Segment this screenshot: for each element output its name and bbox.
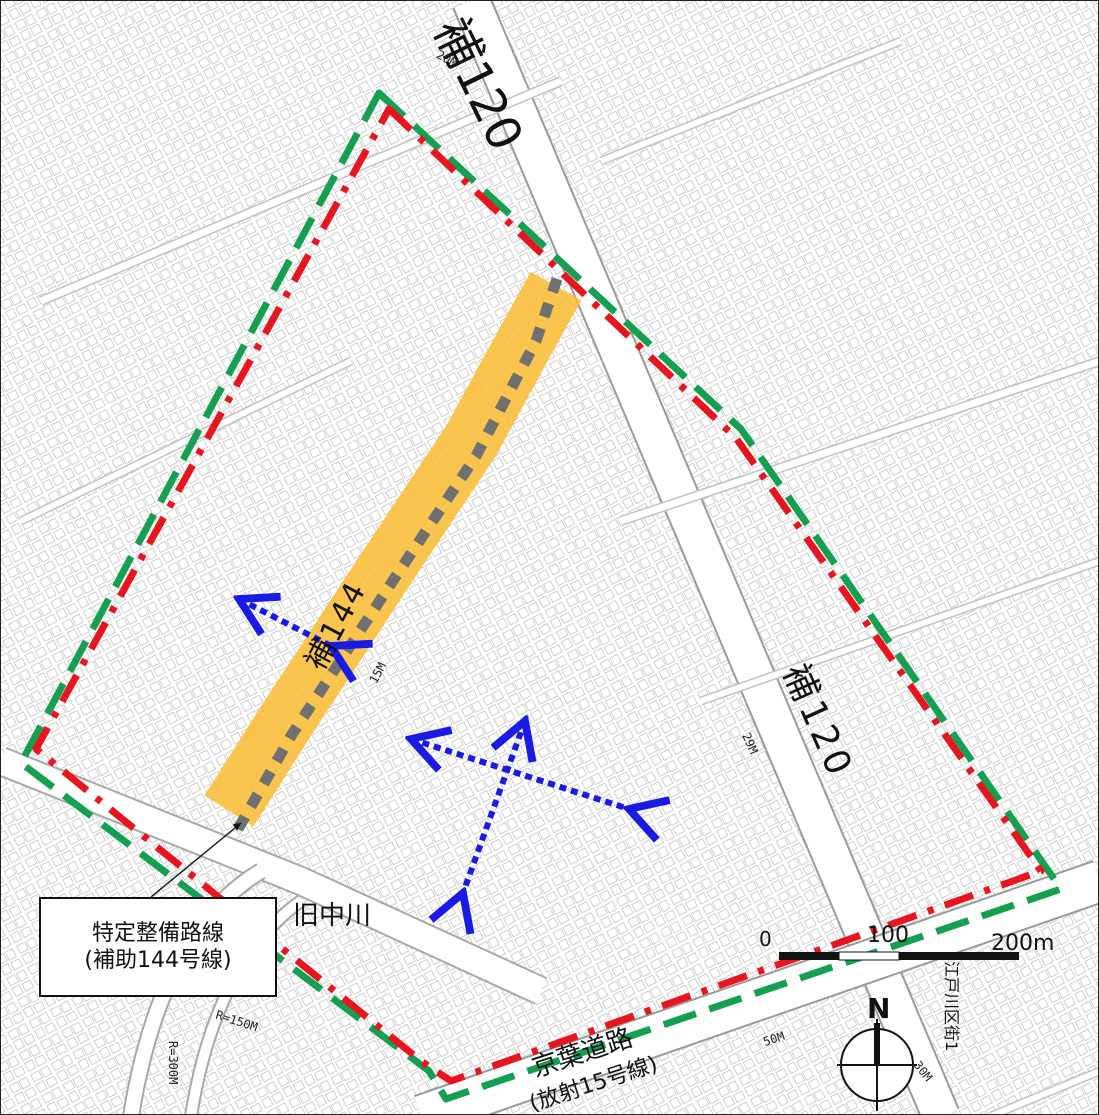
- arrow-north-south: [463, 721, 525, 893]
- scale-label-0: 0: [759, 927, 772, 951]
- north-arrow-icon: [837, 1019, 917, 1111]
- road-label-edogawa-ku-gai: 江戸川区街1: [942, 961, 961, 1052]
- boundary-green: [17, 89, 1065, 1103]
- scale-label-200: 200m: [991, 931, 1055, 956]
- scale-label-100: 100: [867, 923, 909, 948]
- callout-box: 特定整備路線 (補助144号線): [39, 897, 277, 997]
- project-boundary: [17, 89, 1065, 1103]
- place-label-kyu-nakagawa: 旧中川: [293, 901, 372, 931]
- north-label: N: [867, 992, 891, 1025]
- access-arrows: [239, 599, 629, 893]
- callout-line1: 特定整備路線: [91, 920, 224, 946]
- callout-leader: [150, 822, 242, 898]
- callout-line2: (補助144号線): [84, 948, 232, 973]
- route-ho144: [204, 271, 582, 832]
- route-band: [204, 271, 582, 827]
- route-centerline: [233, 271, 565, 832]
- arrow-west: [239, 599, 331, 646]
- callout-leader-arrowhead: [233, 823, 241, 831]
- scale-bar: [779, 951, 1019, 961]
- boundary-red: [32, 105, 1045, 1085]
- road-radius-300: R=300M: [166, 1041, 180, 1085]
